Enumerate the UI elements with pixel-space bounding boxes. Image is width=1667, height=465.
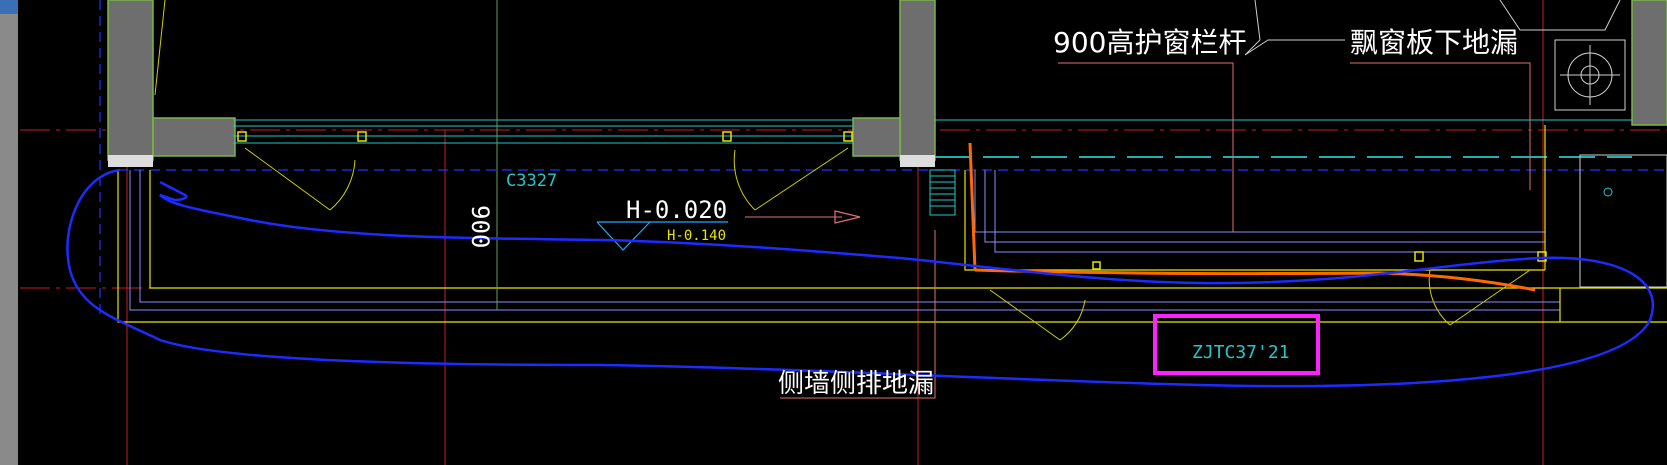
dimension-vertical: 900 [466, 205, 494, 248]
side-drain-note: 侧墙侧排地漏 [778, 369, 934, 399]
room-lines [129, 125, 1560, 311]
wall-corners [108, 155, 935, 167]
elevation-main: H-0.020 [626, 196, 727, 224]
window-tag: C3327 [506, 171, 557, 191]
vent-hatch [929, 169, 956, 216]
markup-loop [66, 168, 1655, 388]
elevation-symbol [596, 221, 728, 251]
yellow-outlines [117, 125, 1667, 323]
highlighted-tag: ZJTC37'21 [1192, 342, 1290, 363]
hinge-markers [237, 131, 1547, 270]
cyan-lines [233, 119, 1632, 158]
bay-window-drain-note: 飘窗板下地漏 [1350, 26, 1518, 59]
door-swings [154, 0, 1531, 341]
slope-arrow [834, 210, 861, 224]
railing-note: 900高护窗栏杆 [1053, 26, 1246, 59]
fixtures [1244, 0, 1667, 288]
highlight-box[interactable] [1153, 314, 1320, 375]
left-panel-strip [0, 0, 18, 465]
elevation-sub: H-0.140 [667, 228, 726, 244]
leader-lines [745, 62, 1531, 399]
blue-dashed-lines [99, 0, 1667, 320]
left-panel-accent [0, 0, 18, 14]
drain-pipe [968, 142, 1536, 292]
